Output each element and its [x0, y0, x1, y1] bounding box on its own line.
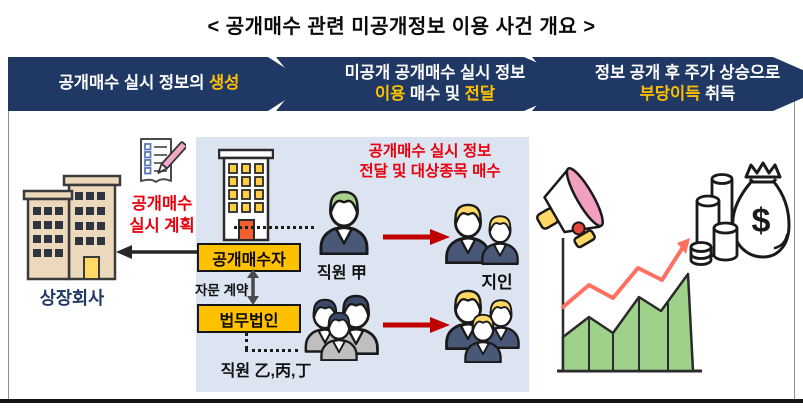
flow-step-3: 정보 공개 후 주가 상승으로 부당이득 취득 — [532, 57, 803, 111]
flow-step-3-line2: 부당이득 취득 — [639, 85, 736, 103]
dollar-sign: $ — [752, 202, 771, 240]
employees-bcd-label: 직원 乙,丙,丁 — [220, 363, 312, 380]
advisory-contract-label: 자문 계약 — [195, 283, 249, 298]
flow-step-1: 공개매수 실시 정보의 생성 — [8, 57, 310, 111]
tender-offer-document-icon — [140, 138, 186, 183]
flow-step-2-line1: 미공개 공개매수 실시 정보 — [344, 63, 526, 82]
lawfirm-label-box: 법무법인 — [197, 304, 301, 333]
employee-a-person-icon — [314, 187, 374, 255]
acquaintance-group-icon-bottom — [445, 289, 520, 363]
bottom-rule — [0, 399, 803, 403]
pencil-icon — [157, 141, 186, 174]
info-transfer-arrow-bottom — [383, 317, 450, 333]
building-to-employee-dotted-line — [234, 226, 314, 229]
page-title: < 공개매수 관련 미공개정보 이용 사건 개요 > — [207, 16, 596, 38]
rising-stock-chart-icon — [561, 272, 695, 373]
profit-illustration: $ — [536, 161, 791, 373]
flow-step-3-line1: 정보 공개 후 주가 상승으로 — [594, 63, 781, 82]
listed-company-label: 상장회사 — [39, 288, 105, 308]
offeror-label-box: 공개매수자 — [197, 243, 301, 272]
flow-step-2-line2: 이용 매수 및 전달 — [374, 85, 496, 103]
megaphone-icon — [536, 167, 604, 249]
acquaintance-label: 지인 — [481, 273, 513, 292]
lawfirm-dotted-line-horizontal — [245, 349, 298, 352]
coin-stack-icon — [689, 173, 739, 266]
money-bag-icon: $ — [731, 161, 791, 259]
employee-a-label: 직원 甲 — [317, 265, 367, 282]
listed-company-building-icon — [22, 174, 122, 281]
flow-step-2: 미공개 공개매수 실시 정보 이용 매수 및 전달 — [276, 57, 586, 111]
acquaintance-group-icon-top — [445, 203, 519, 265]
info-transfer-arrow-top — [383, 229, 450, 245]
plan-submit-arrow — [116, 245, 199, 259]
flow-step-1-text: 공개매수 실시 정보의 생성 — [58, 74, 240, 93]
uptrend-arrow — [561, 238, 690, 309]
lawfirm-dotted-line-vertical — [245, 332, 248, 350]
advisory-contract-arrow — [247, 269, 259, 305]
